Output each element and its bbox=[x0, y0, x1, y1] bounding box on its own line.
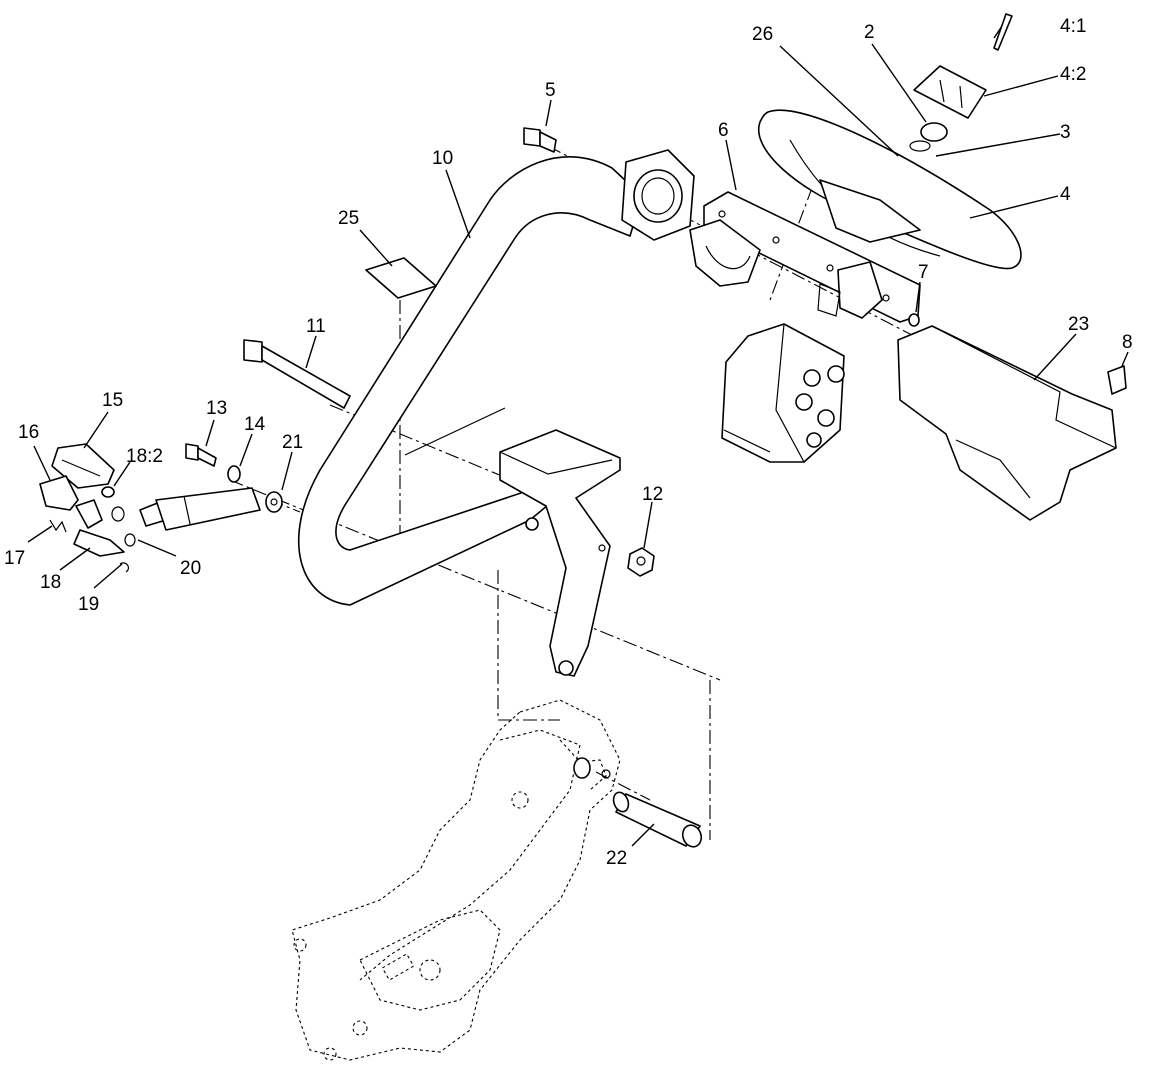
callout-11: 11 bbox=[306, 316, 326, 337]
pin-22 bbox=[573, 757, 703, 848]
callout-14: 14 bbox=[244, 414, 266, 435]
cover-23 bbox=[897, 325, 1117, 521]
callout-21: 21 bbox=[282, 432, 303, 453]
callout-5: 5 bbox=[545, 80, 556, 101]
bolt-5 bbox=[523, 127, 557, 153]
callout-6: 6 bbox=[718, 120, 729, 141]
clip-8 bbox=[1107, 365, 1127, 395]
callout-19: 19 bbox=[78, 594, 99, 615]
callout-2: 2 bbox=[864, 22, 875, 43]
screw-4-1 bbox=[993, 13, 1013, 51]
callout-13: 13 bbox=[206, 398, 227, 419]
callout-4-2: 4:2 bbox=[1060, 64, 1086, 85]
callout-25: 25 bbox=[338, 208, 359, 229]
callout-17: 17 bbox=[4, 548, 25, 569]
callout-4: 4 bbox=[1060, 184, 1071, 205]
frame-casting bbox=[291, 699, 621, 1061]
callout-18-2: 18:2 bbox=[126, 446, 163, 467]
leader-lines bbox=[27, 43, 1129, 847]
callout-12: 12 bbox=[642, 484, 663, 505]
screw-7 bbox=[908, 313, 920, 327]
bracket-6 bbox=[689, 191, 921, 323]
pedal-assembly bbox=[39, 443, 136, 573]
callout-23: 23 bbox=[1068, 314, 1089, 335]
tube-frame-10 bbox=[297, 156, 643, 606]
decal-plate-25 bbox=[365, 257, 437, 299]
callout-4-1: 4:1 bbox=[1060, 16, 1086, 37]
pedal-arm-12 bbox=[499, 429, 655, 677]
callout-15: 15 bbox=[102, 390, 123, 411]
callout-18: 18 bbox=[40, 572, 61, 593]
callout-8: 8 bbox=[1122, 332, 1133, 353]
cap-4-2 bbox=[913, 19, 1007, 119]
callout-20: 20 bbox=[180, 558, 201, 579]
tube-flange bbox=[621, 149, 695, 241]
callout-16: 16 bbox=[18, 422, 39, 443]
callout-3: 3 bbox=[1060, 122, 1071, 143]
bolt-13 bbox=[185, 443, 217, 467]
callout-labels: 26 2 4:1 4:2 3 4 5 6 10 25 7 23 8 11 15 … bbox=[4, 16, 1133, 869]
steering-valve bbox=[721, 283, 845, 463]
gas-spring bbox=[139, 487, 283, 531]
steering-wheel-26 bbox=[757, 109, 1022, 270]
callout-7: 7 bbox=[918, 262, 929, 283]
callout-22: 22 bbox=[606, 848, 627, 869]
callout-10: 10 bbox=[432, 148, 453, 169]
washer-14 bbox=[227, 465, 241, 483]
bolt-11 bbox=[243, 339, 351, 409]
callout-26: 26 bbox=[752, 24, 773, 45]
